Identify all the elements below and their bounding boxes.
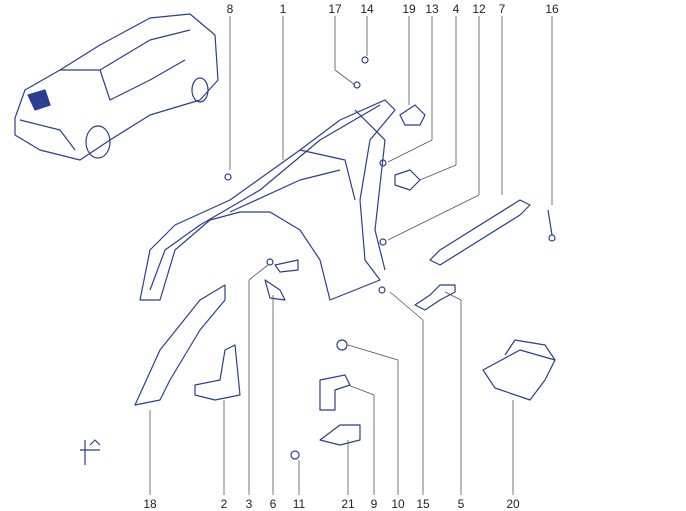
bracket-2-icon bbox=[194, 344, 241, 401]
strip-7-icon bbox=[429, 199, 531, 266]
orientation-arrow-icon bbox=[80, 439, 101, 465]
leader-lines bbox=[149, 16, 553, 495]
bracket-18-icon bbox=[134, 284, 226, 406]
callout-4: 4 bbox=[452, 2, 460, 16]
callout-16: 16 bbox=[545, 2, 559, 16]
callout-10: 10 bbox=[391, 497, 405, 511]
car-thumbnail-icon bbox=[14, 13, 219, 161]
callout-7: 7 bbox=[498, 2, 506, 16]
fender-panel-icon bbox=[139, 99, 396, 301]
callout-5: 5 bbox=[457, 497, 465, 511]
callout-6: 6 bbox=[269, 497, 277, 511]
callout-20: 20 bbox=[506, 497, 520, 511]
callout-11: 11 bbox=[292, 497, 306, 511]
callout-17: 17 bbox=[328, 2, 342, 16]
callout-2: 2 bbox=[220, 497, 228, 511]
callout-8: 8 bbox=[226, 2, 234, 16]
callout-19: 19 bbox=[402, 2, 416, 16]
parts-kit-box-icon bbox=[482, 349, 556, 401]
callout-13: 13 bbox=[425, 2, 439, 16]
callout-12: 12 bbox=[472, 2, 486, 16]
callout-9: 9 bbox=[370, 497, 378, 511]
callout-14: 14 bbox=[360, 2, 374, 16]
callout-21: 21 bbox=[341, 497, 355, 511]
callout-18: 18 bbox=[143, 497, 157, 511]
callout-3: 3 bbox=[245, 497, 253, 511]
callout-1: 1 bbox=[279, 2, 287, 16]
callout-15: 15 bbox=[416, 497, 430, 511]
